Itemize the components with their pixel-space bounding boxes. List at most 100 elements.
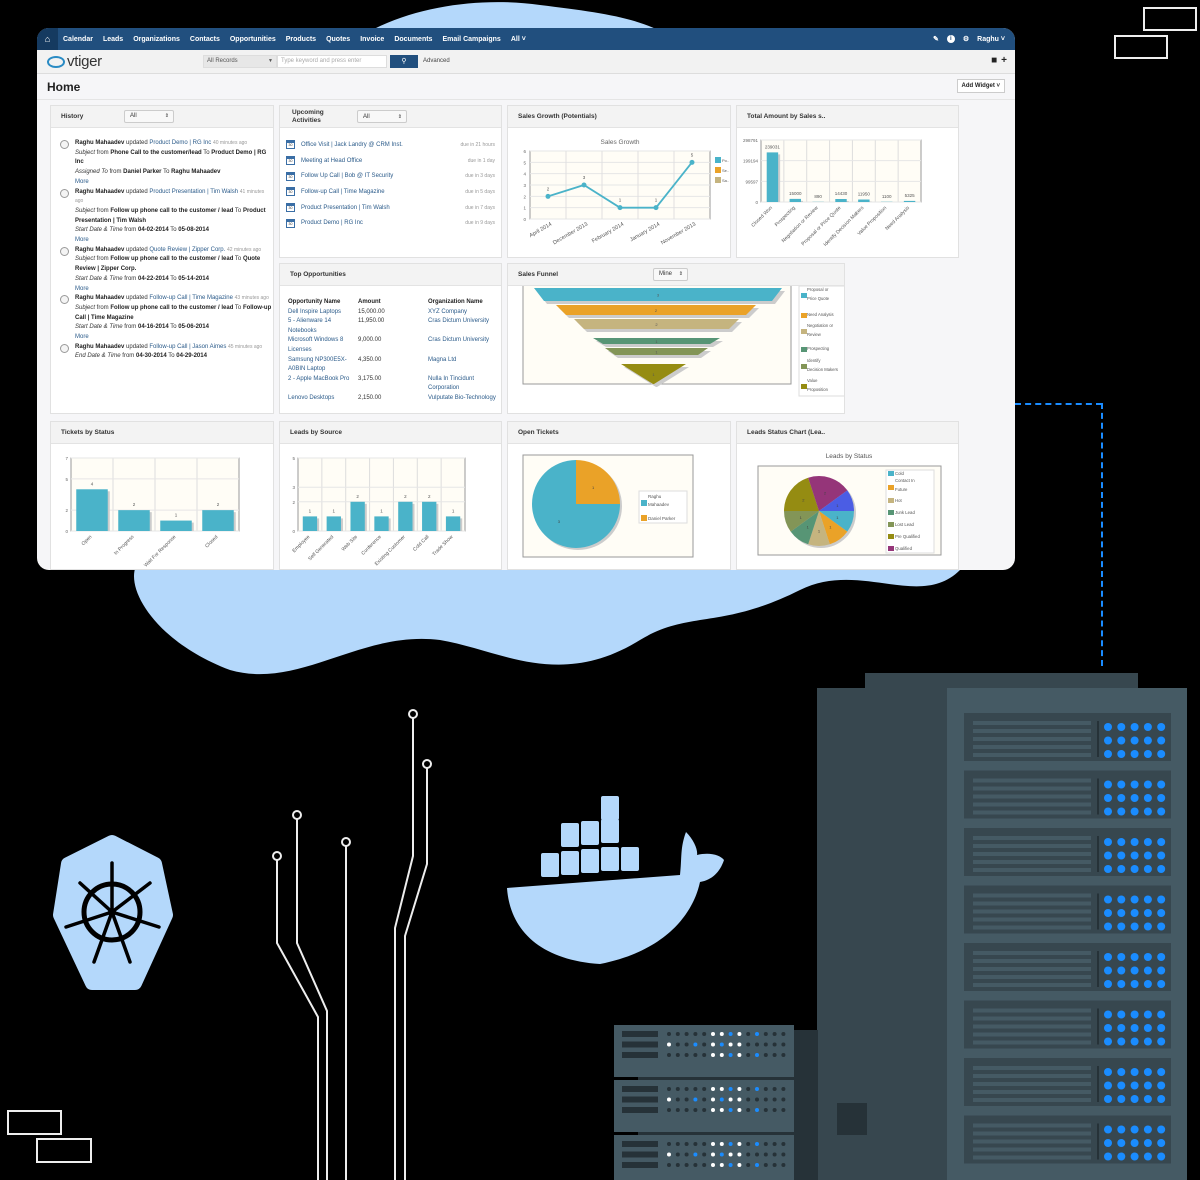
nav-products[interactable]: Products — [285, 35, 317, 43]
widget-title: Top Opportunities — [290, 271, 346, 278]
search-placeholder: Type keyword and press enter — [281, 58, 362, 64]
nav-organizations[interactable]: Organizations — [133, 35, 180, 43]
svg-text:April 2014: April 2014 — [529, 222, 553, 240]
svg-text:3: 3 — [583, 175, 586, 180]
home-icon[interactable]: ⌂ — [37, 28, 58, 50]
add-widget-button[interactable]: Add Widget ˅ — [956, 79, 1005, 93]
nav-contacts[interactable]: Contacts — [189, 35, 220, 43]
svg-text:Web Site: Web Site — [341, 534, 360, 553]
widget-header: Total Amount by Sales s.. — [737, 106, 958, 128]
old-value: 04-22-2014 — [137, 275, 169, 282]
history-item: Raghu Mahaadev updated Product Presentat… — [51, 188, 273, 246]
nav-calendar[interactable]: Calendar — [63, 35, 93, 43]
advanced-search-link[interactable]: Advanced — [423, 58, 450, 64]
record-link[interactable]: Quote Review | Zipper Corp. — [149, 246, 226, 253]
svg-text:2: 2 — [217, 502, 220, 507]
svg-text:2: 2 — [65, 508, 68, 513]
video-icon[interactable]: ■ — [991, 55, 998, 66]
nav-email-campaigns[interactable]: Email Campaigns — [442, 35, 501, 43]
nav-opportunities[interactable]: Opportunities — [229, 35, 276, 43]
history-item: Raghu Mahaadev updated Follow-up Call | … — [51, 343, 273, 362]
table-cell: Vulputate Bio-Technology — [428, 394, 496, 401]
funnel-filter-select[interactable]: Mine⇕ — [653, 268, 688, 281]
calendar-icon: 30 — [286, 140, 295, 150]
record-link[interactable]: Follow-up Call | Time Magazine — [149, 295, 233, 302]
activity-row[interactable]: 30 Office Visit | Jack Landry @ CRM Inst.… — [280, 137, 501, 153]
svg-text:Se..: Se.. — [722, 168, 729, 173]
search-input[interactable]: Type keyword and press enter — [277, 55, 387, 68]
history-filter-select[interactable]: All⇕ — [124, 110, 174, 123]
record-link[interactable]: Product Presentation | Tim Walsh — [149, 188, 239, 195]
old-value: Phone Call to the customer/lead — [110, 149, 202, 156]
search-bar: vtiger All Records▼ Type keyword and pre… — [37, 50, 1015, 74]
column-header: Amount — [358, 299, 381, 305]
widget-header: Leads by Source — [280, 422, 501, 444]
record-link[interactable]: Follow-up Call | Jason Aimes — [149, 343, 227, 350]
history-widget: History All⇕ Raghu Mahaadev updated Prod… — [50, 105, 274, 414]
more-link[interactable]: More — [75, 334, 89, 341]
nav-all-menu[interactable]: All ˅ — [510, 35, 526, 43]
svg-text:1: 1 — [807, 525, 810, 530]
timestamp: 42 minutes ago — [227, 246, 262, 253]
more-link[interactable]: More — [75, 285, 89, 292]
search-scope-select[interactable]: All Records▼ — [203, 55, 277, 68]
nav-leads[interactable]: Leads — [102, 35, 124, 43]
info-icon[interactable]: i — [946, 35, 955, 43]
old-value: 04-02-2014 — [137, 227, 169, 234]
nav-documents[interactable]: Documents — [394, 35, 433, 43]
search-button[interactable]: ⚲ — [390, 55, 418, 68]
svg-text:1100: 1100 — [882, 194, 892, 199]
svg-text:Sales Growth: Sales Growth — [600, 139, 639, 146]
calendar-icon: 30 — [286, 203, 295, 213]
activity-name: Office Visit | Jack Landry @ CRM Inst. — [301, 141, 403, 148]
decor-rect — [36, 1138, 92, 1163]
title-line: Activities — [292, 117, 321, 124]
more-link[interactable]: More — [75, 237, 89, 244]
search-scope-value: All Records — [207, 58, 238, 64]
svg-text:11950: 11950 — [858, 192, 871, 197]
activities-filter-select[interactable]: All⇕ — [357, 110, 407, 123]
pencil-icon[interactable]: ✎ — [933, 36, 939, 43]
field-label: Start Date & Time — [75, 275, 123, 282]
svg-text:Need Analysis: Need Analysis — [884, 205, 911, 232]
plus-icon[interactable]: + — [1001, 55, 1007, 66]
nav-quotes[interactable]: Quotes — [326, 35, 351, 43]
more-link[interactable]: More — [75, 178, 89, 185]
svg-text:Daniel Parker: Daniel Parker — [648, 516, 676, 521]
leads-status-widget: Leads Status Chart (Lea.. Leads by Statu… — [736, 421, 959, 570]
vtiger-logo[interactable]: vtiger — [47, 53, 102, 70]
table-cell: 15,000.00 — [358, 308, 385, 315]
history-list: Raghu Mahaadev updated Product Demo | RG… — [51, 128, 273, 362]
field-label: Subject — [75, 304, 96, 311]
crm-app-window: ⌂ Calendar Leads Organizations Contacts … — [37, 28, 1015, 570]
record-link[interactable]: Product Demo | RG Inc — [149, 140, 212, 146]
user-menu[interactable]: Raghu ˅ — [977, 35, 1005, 43]
svg-text:2: 2 — [523, 194, 526, 199]
gear-icon[interactable]: ⚙ — [962, 36, 970, 43]
svg-text:Lost Lead: Lost Lead — [895, 522, 914, 527]
nav-invoice[interactable]: Invoice — [360, 35, 385, 43]
field-label: End Date & Time — [75, 353, 121, 360]
widget-title: Open Tickets — [518, 429, 559, 436]
table-cell: Samsung NP300E5X-A0BIN Laptop — [288, 356, 347, 373]
svg-text:5: 5 — [691, 152, 694, 157]
svg-text:Cold: Cold — [895, 471, 904, 476]
clock-icon — [60, 188, 69, 198]
svg-text:0: 0 — [523, 217, 526, 222]
